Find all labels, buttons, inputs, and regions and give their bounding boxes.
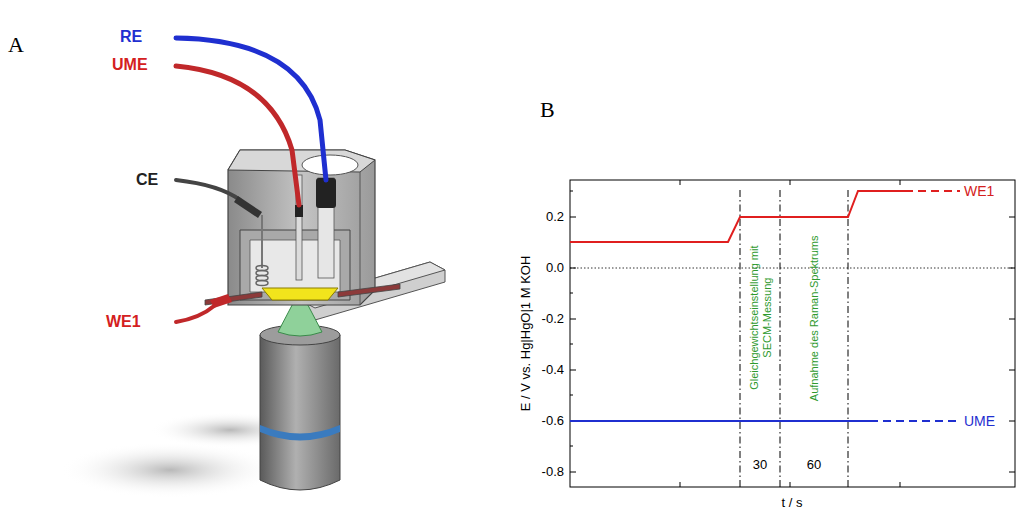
potential-chart: [570, 180, 1015, 487]
duration-label: 60: [807, 458, 821, 473]
electrode-label: UME: [112, 56, 148, 74]
phase-note: Gleichgewichtseinstellung mit SECM-Messu…: [747, 231, 772, 406]
phase-note: Aufnahme des Raman-Spektrums: [808, 198, 821, 438]
tick-label: 0.0: [546, 261, 564, 276]
tick-label: -0.2: [542, 312, 564, 327]
series-label: WE1: [964, 183, 994, 199]
series-label: UME: [964, 413, 995, 429]
panel-letter: B: [540, 97, 555, 122]
tick-label: -0.8: [542, 465, 564, 480]
tick-label: -0.6: [542, 414, 564, 429]
duration-label: 30: [753, 458, 767, 473]
axis-title: E / V vs. Hg|HgO|1 M KOH: [520, 255, 535, 411]
tick-label: -0.4: [542, 363, 564, 378]
electrode-label: WE1: [106, 313, 141, 331]
panel-letter: A: [8, 32, 24, 57]
axis-title: t / s: [782, 496, 803, 511]
electrode-label: RE: [120, 28, 142, 46]
electrode-label: CE: [136, 171, 158, 189]
tick-label: 0.2: [546, 210, 564, 225]
cell-illustration: [60, 38, 445, 498]
